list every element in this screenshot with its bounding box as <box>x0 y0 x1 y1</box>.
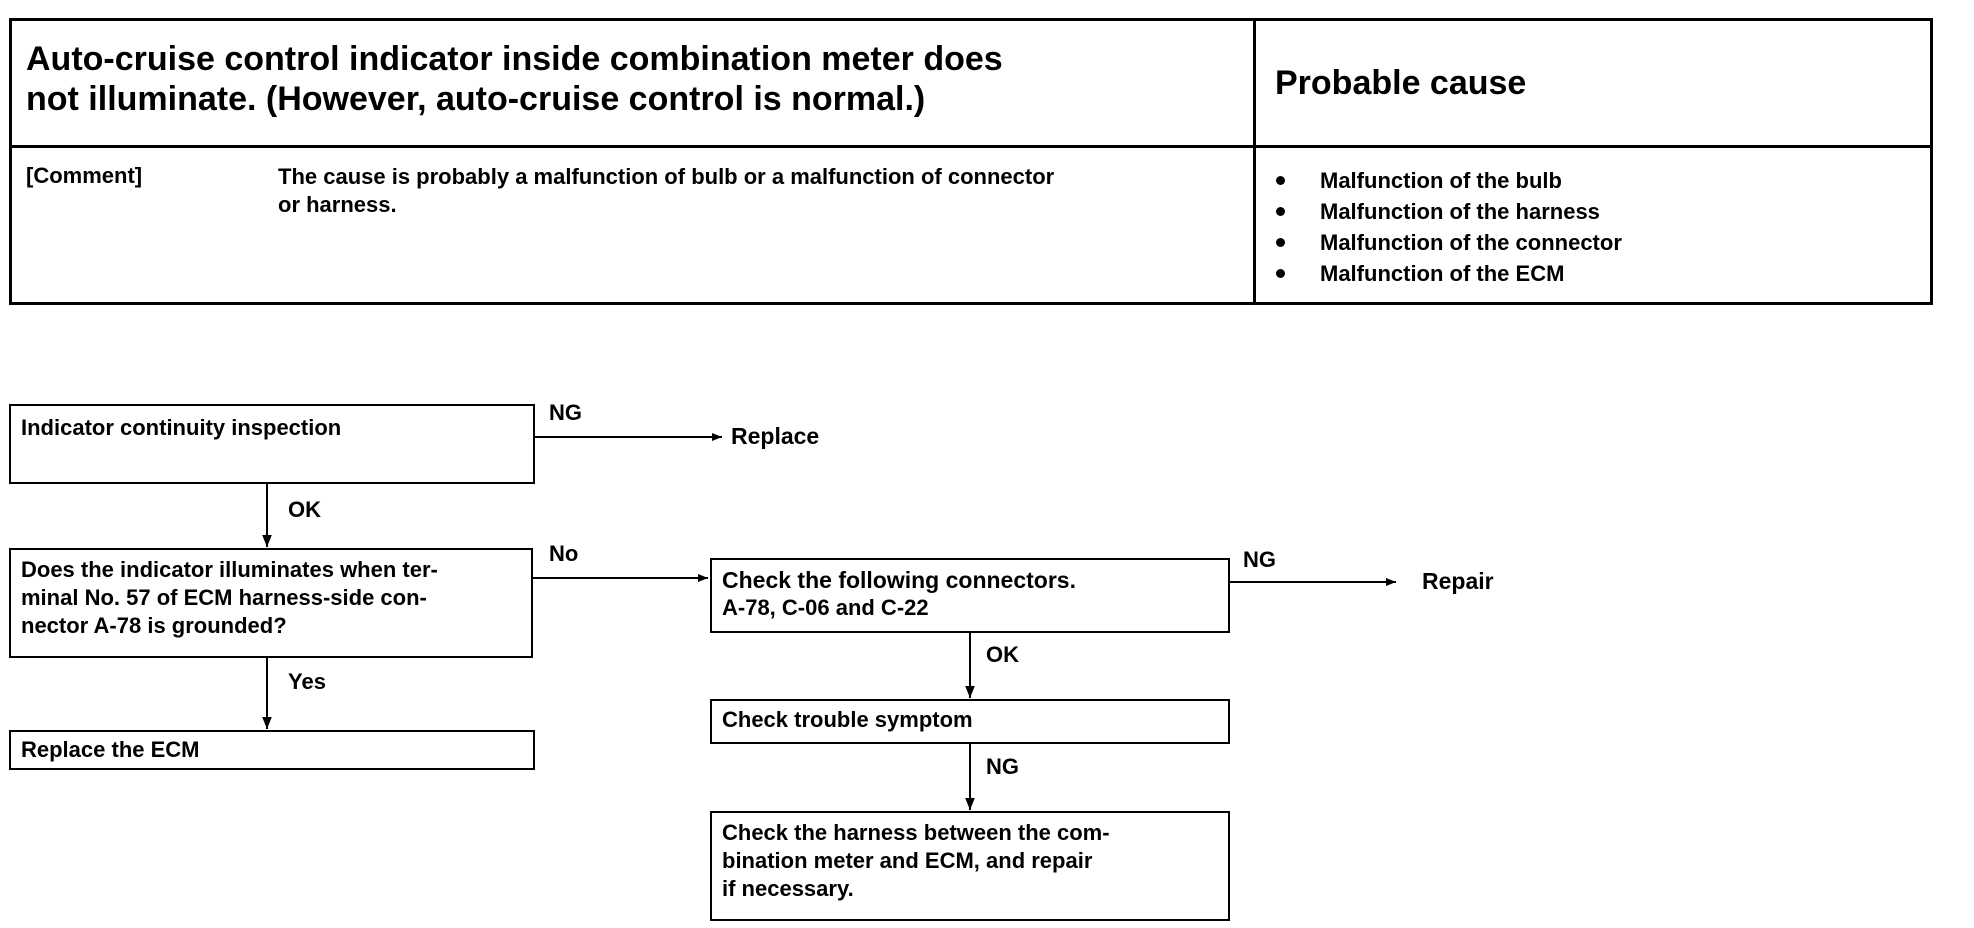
box-text: bination meter and ECM, and repair <box>722 848 1093 873</box>
symptom-table: Auto-cruise control indicator inside com… <box>9 18 1933 305</box>
repair-action: Repair <box>1422 568 1494 594</box>
box-text: nector A-78 is grounded? <box>21 613 287 638</box>
trouble-symptom-box: Check trouble symptom <box>710 699 1230 744</box>
cause-item: Malfunction of the bulb <box>1274 165 1622 196</box>
table-row-divider <box>12 145 1930 148</box>
cause-item: Malfunction of the harness <box>1274 196 1622 227</box>
replace-action: Replace <box>731 423 820 449</box>
check-connectors-box: Check the following connectors. A-78, C-… <box>710 558 1230 633</box>
probable-cause-heading: Probable cause <box>1275 64 1527 102</box>
yes-label: Yes <box>288 669 326 694</box>
symptom-title-line: Auto-cruise control indicator inside com… <box>26 40 1003 78</box>
cause-item: Malfunction of the connector <box>1274 227 1622 258</box>
comment-text: The cause is probably a malfunction of b… <box>278 163 1248 219</box>
indicator-continuity-box: Indicator continuity inspection <box>9 404 535 484</box>
box-title: Check the following connectors. <box>722 567 1076 593</box>
cause-item: Malfunction of the ECM <box>1274 258 1622 289</box>
box-text: if necessary. <box>722 876 854 901</box>
ok-label: OK <box>288 497 321 522</box>
ok-label: OK <box>986 642 1019 667</box>
box-text: minal No. 57 of ECM harness-side con- <box>21 585 427 610</box>
box-text: Does the indicator illuminates when ter- <box>21 557 438 582</box>
box-text: Check the harness between the com- <box>722 820 1110 845</box>
check-harness-box: Check the harness between the com- binat… <box>710 811 1230 921</box>
symptom-title-line: not illuminate. (However, auto-cruise co… <box>26 80 926 118</box>
box-text: Indicator continuity inspection <box>21 415 342 440</box>
ground-question-box: Does the indicator illuminates when ter-… <box>9 548 533 658</box>
ng-label: NG <box>549 400 582 425</box>
comment-label: [Comment] <box>26 163 143 188</box>
replace-ecm-box: Replace the ECM <box>9 730 535 770</box>
box-text: Replace the ECM <box>21 737 200 762</box>
box-text: A-78, C-06 and C-22 <box>722 595 929 620</box>
no-label: No <box>549 541 579 566</box>
ng-label: NG <box>1243 547 1276 572</box>
ng-label: NG <box>986 754 1019 779</box>
box-text: Check trouble symptom <box>722 707 973 732</box>
table-column-divider <box>1253 21 1256 302</box>
probable-cause-list: Malfunction of the bulb Malfunction of t… <box>1274 165 1622 289</box>
symptom-title: Auto-cruise control indicator inside com… <box>26 39 1236 119</box>
comment-line: The cause is probably a malfunction of b… <box>278 164 1055 189</box>
comment-line: or harness. <box>278 192 397 217</box>
